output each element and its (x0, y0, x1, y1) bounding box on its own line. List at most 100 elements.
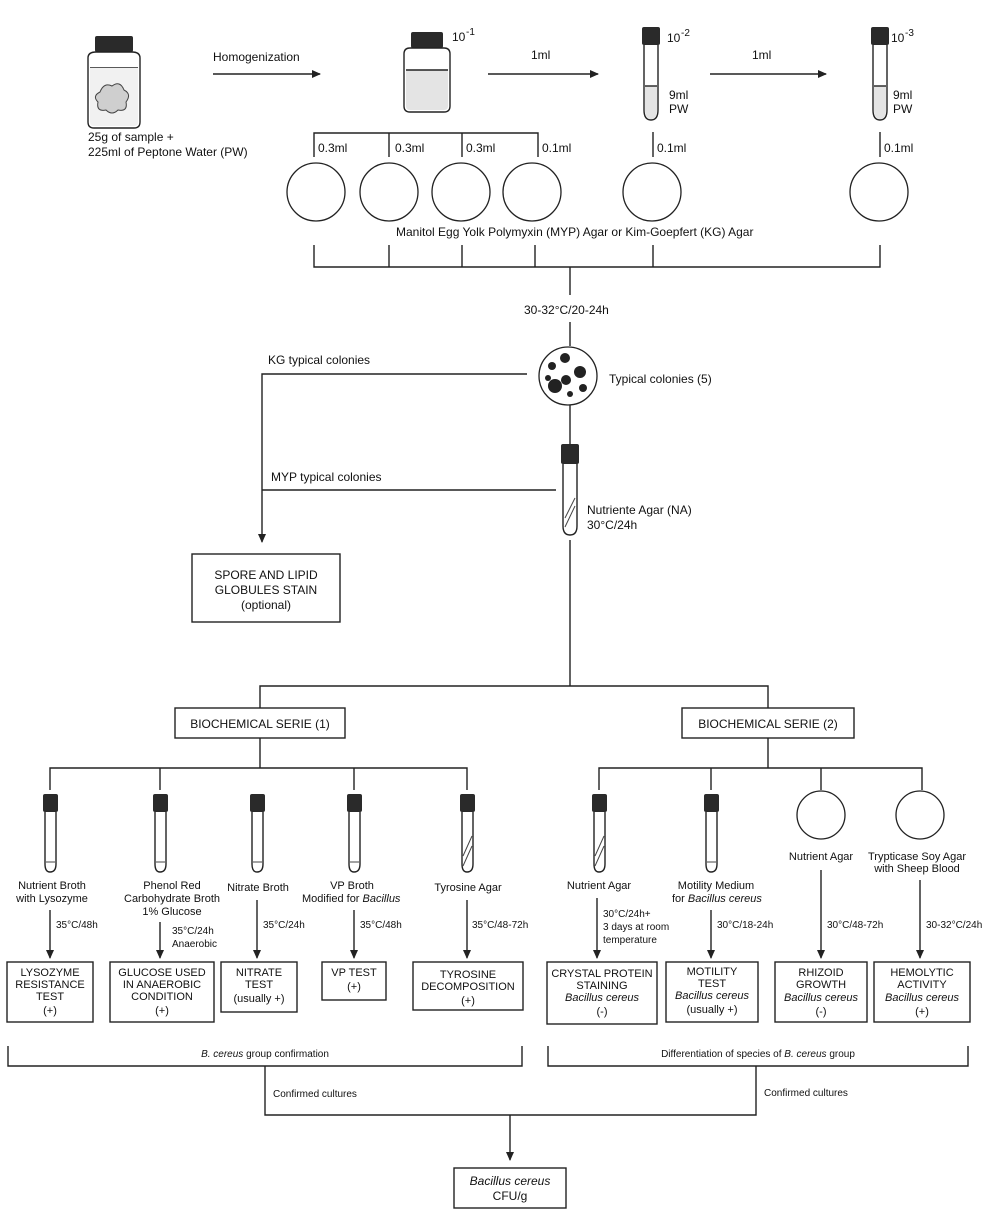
transfer-2-label: 1ml (752, 48, 771, 62)
tube-3-diluent: PW (893, 102, 913, 116)
result-crystal-3: Bacillus cereus (565, 992, 639, 1004)
dilution-1-exponent: -1 (466, 27, 475, 38)
result-lysozyme-1: LYSOZYME (20, 967, 79, 979)
serie-2-branch (598, 767, 923, 790)
result-nitrate-2: TEST (245, 979, 273, 991)
result-box-nitrate (220, 961, 298, 1013)
result-box-vp (321, 961, 387, 1001)
test-tube-icon (250, 794, 265, 873)
medium-blood-2: with Sheep Blood (873, 863, 960, 875)
plating-volume-f: 0.1ml (884, 141, 913, 155)
sample-line-1: 25g of sample + (88, 130, 174, 144)
cond-crystal-1: 30°C/24h+ (603, 909, 651, 920)
medium-blood-1: Trypticase Soy Agar (868, 851, 966, 863)
incubation-label: 30-32°C/20-24h (524, 303, 609, 317)
petri-dish-icon (359, 162, 419, 222)
serie-2-group-label: Differentiation of species of B. cereus … (661, 1049, 855, 1060)
petri-dish-icon (502, 162, 562, 222)
sample-line-2: 225ml of Peptone Water (PW) (88, 145, 248, 159)
cond-crystal-2: 3 days at room (603, 922, 669, 933)
serie-1-group-label: B. cereus group confirmation (201, 1049, 329, 1060)
final-line-1: Bacillus cereus (470, 1174, 551, 1188)
typical-colonies-label: Typical colonies (5) (609, 372, 712, 386)
na-line-2: 30°C/24h (587, 518, 637, 532)
result-tyrosine-2: DECOMPOSITION (421, 981, 515, 993)
medium-motility-1: Motility Medium (678, 880, 754, 892)
na-line-1: Nutriente Agar (NA) (587, 503, 692, 517)
slant-tube-icon (592, 794, 607, 873)
plating-volume-b: 0.3ml (395, 141, 424, 155)
cond-nitrate: 35°C/24h (263, 920, 305, 931)
agar-label: Manitol Egg Yolk Polymyxin (MYP) Agar or… (396, 225, 753, 239)
dilution-2-exponent: -2 (681, 28, 690, 39)
petri-dish-icon (431, 162, 491, 222)
plating-volume-e: 0.1ml (657, 141, 686, 155)
cond-tyrosine: 35°C/48-72h (472, 920, 528, 931)
dilution-tube-1-icon (642, 27, 660, 121)
result-box-tyrosine (412, 961, 524, 1011)
result-rhizoid-3: Bacillus cereus (784, 992, 858, 1004)
cond-blood: 30-32°C/24h (926, 920, 982, 931)
result-rhizoid-4: (-) (816, 1006, 827, 1018)
serie-1-title: BIOCHEMICAL SERIE (1) (190, 717, 330, 731)
tube-2-diluent: PW (669, 102, 689, 116)
result-motility-1: MOTILITY (687, 966, 738, 978)
final-line-2: CFU/g (493, 1189, 528, 1203)
result-glucose-1: GLUCOSE USED (118, 967, 205, 979)
result-nitrate-3: (usually +) (233, 993, 284, 1005)
result-tyrosine-1: TYROSINE (440, 969, 496, 981)
medium-nitrate: Nitrate Broth (227, 882, 289, 894)
kg-colonies-label: KG typical colonies (268, 353, 370, 367)
result-nitrate-1: NITRATE (236, 967, 282, 979)
result-crystal-4: (-) (597, 1006, 608, 1018)
slant-tube-icon (460, 794, 475, 873)
result-crystal-2: STAINING (576, 980, 627, 992)
result-box-motility (665, 961, 759, 1023)
dilution-bottle-icon (403, 32, 451, 113)
tube-2-volume: 9ml (669, 88, 688, 102)
dilution-3-label: 10 (891, 31, 905, 45)
medium-phenol-2: Carbohydrate Broth (124, 893, 220, 905)
petri-dish-icon (849, 162, 909, 222)
result-lysozyme-3: TEST (36, 991, 64, 1003)
test-tube-icon (153, 794, 168, 873)
cond-crystal-3: temperature (603, 935, 657, 946)
medium-vp-1: VP Broth (330, 880, 374, 892)
dilution-1-label: 10 (452, 30, 466, 44)
petri-dish-icon (796, 790, 846, 840)
result-glucose-4: (+) (155, 1005, 169, 1017)
result-box-lysozyme (6, 961, 94, 1023)
sample-jar-icon (87, 36, 141, 129)
result-box-hemolytic (873, 961, 971, 1023)
medium-lysozyme-1: Nutrient Broth (18, 880, 86, 892)
stain-line-2: GLOBULES STAIN (215, 583, 317, 597)
medium-motility-2: for Bacillus cereus (672, 893, 762, 905)
test-tube-icon (43, 794, 58, 873)
result-box-glucose (109, 961, 215, 1023)
result-motility-2: TEST (698, 978, 726, 990)
result-lysozyme-2: RESISTANCE (15, 979, 84, 991)
serie-split-connector (259, 685, 769, 708)
final-result-box (453, 1167, 567, 1209)
medium-rhizoid: Nutrient Agar (789, 851, 854, 863)
myp-colonies-label: MYP typical colonies (271, 470, 382, 484)
dilution-3-exponent: -3 (905, 28, 914, 39)
test-tube-icon (704, 794, 719, 873)
medium-tyrosine: Tyrosine Agar (434, 882, 502, 894)
result-motility-3: Bacillus cereus (675, 990, 749, 1002)
result-lysozyme-4: (+) (43, 1005, 57, 1017)
result-hemolytic-3: Bacillus cereus (885, 992, 959, 1004)
plating-volume-c: 0.3ml (466, 141, 495, 155)
result-glucose-3: CONDITION (131, 991, 193, 1003)
serie-1-branch (49, 767, 468, 790)
cond-phenol-1: 35°C/24h (172, 926, 214, 937)
confirmed-right-label: Confirmed cultures (764, 1088, 848, 1099)
test-tube-icon (347, 794, 362, 873)
agar-bracket (313, 245, 881, 268)
result-hemolytic-1: HEMOLYTIC (890, 967, 953, 979)
plating-volume-d: 0.1ml (542, 141, 571, 155)
tube-3-volume: 9ml (893, 88, 912, 102)
dilution-2-label: 10 (667, 31, 681, 45)
